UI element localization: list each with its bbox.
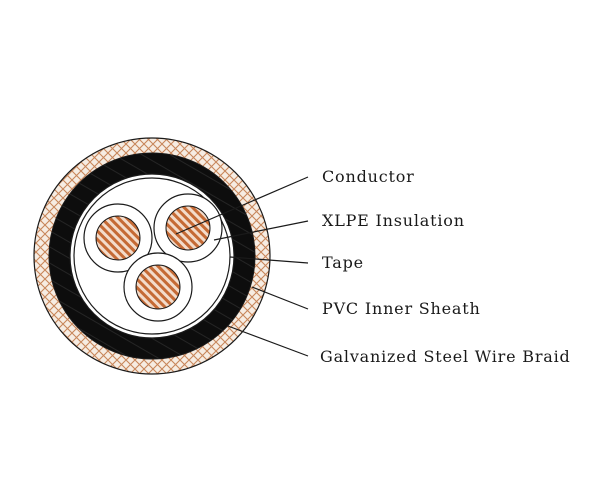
label-tape: Tape	[322, 253, 364, 272]
core-3	[123, 252, 193, 322]
label-pvc-inner-sheath: PVC Inner Sheath	[322, 299, 481, 318]
label-conductor: Conductor	[322, 167, 415, 186]
conductor-core-3	[135, 264, 181, 310]
leader-braid	[227, 325, 309, 357]
core-1	[83, 203, 153, 273]
leader-conductor	[175, 176, 309, 235]
leader-tape	[229, 256, 309, 264]
label-xlpe-insulation: XLPE Insulation	[322, 211, 465, 230]
core-2	[153, 193, 223, 263]
leader-insulation	[213, 220, 309, 241]
conductor-core-2	[165, 205, 211, 251]
leader-inner-sheath	[251, 286, 309, 310]
conductor-core-1	[95, 215, 141, 261]
label-galvanized-steel-wire-braid: Galvanized Steel Wire Braid	[320, 347, 571, 366]
